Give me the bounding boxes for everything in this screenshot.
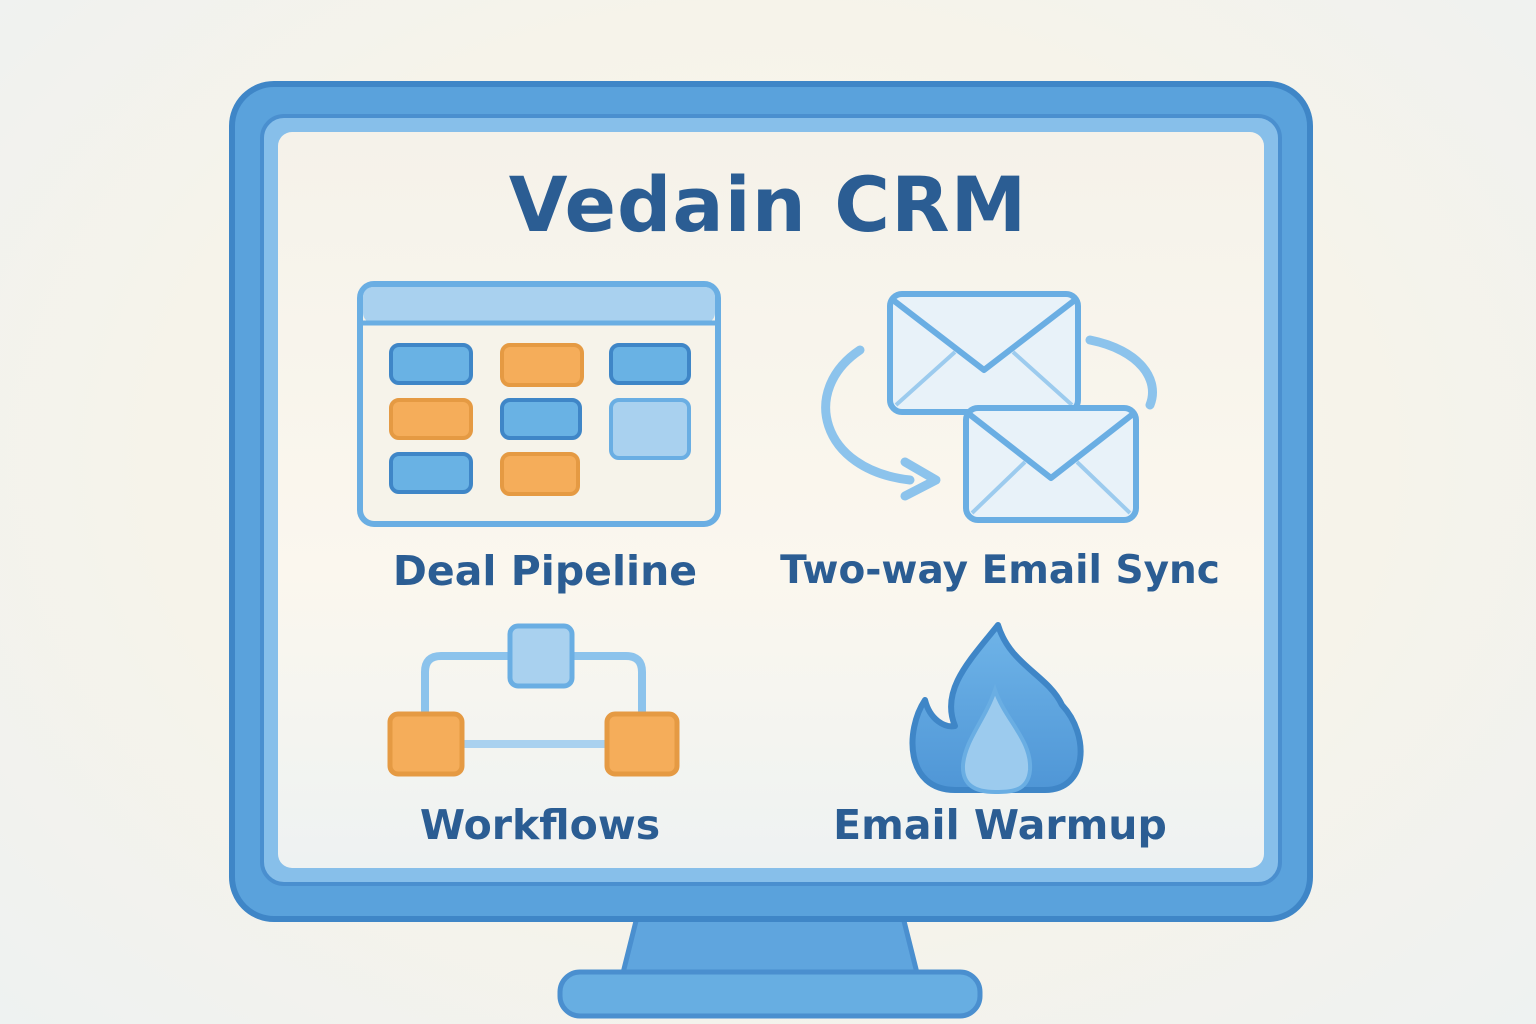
- pipeline-card: [389, 343, 473, 385]
- pipeline-card: [500, 452, 580, 496]
- pipeline-card: [609, 343, 691, 385]
- email-sync-icon: [821, 291, 1157, 523]
- deal-pipeline-label: Deal Pipeline: [392, 547, 698, 595]
- pipeline-card: [500, 343, 584, 387]
- pipeline-card: [389, 452, 473, 494]
- monitor-stand: [557, 902, 983, 1019]
- app-title: Vedain CRM: [508, 160, 1028, 249]
- workflow-icon: [387, 623, 680, 777]
- pipeline-card: [389, 398, 473, 440]
- email-warmup-label: Email Warmup: [833, 801, 1167, 849]
- pipeline-card: [500, 398, 582, 440]
- pipeline-card: [609, 398, 691, 460]
- workflows-label: Workflows: [419, 801, 661, 849]
- kanban-board-icon: [357, 281, 721, 527]
- flame-icon: [909, 622, 1084, 795]
- email-sync-label: Two-way Email Sync: [780, 548, 1220, 593]
